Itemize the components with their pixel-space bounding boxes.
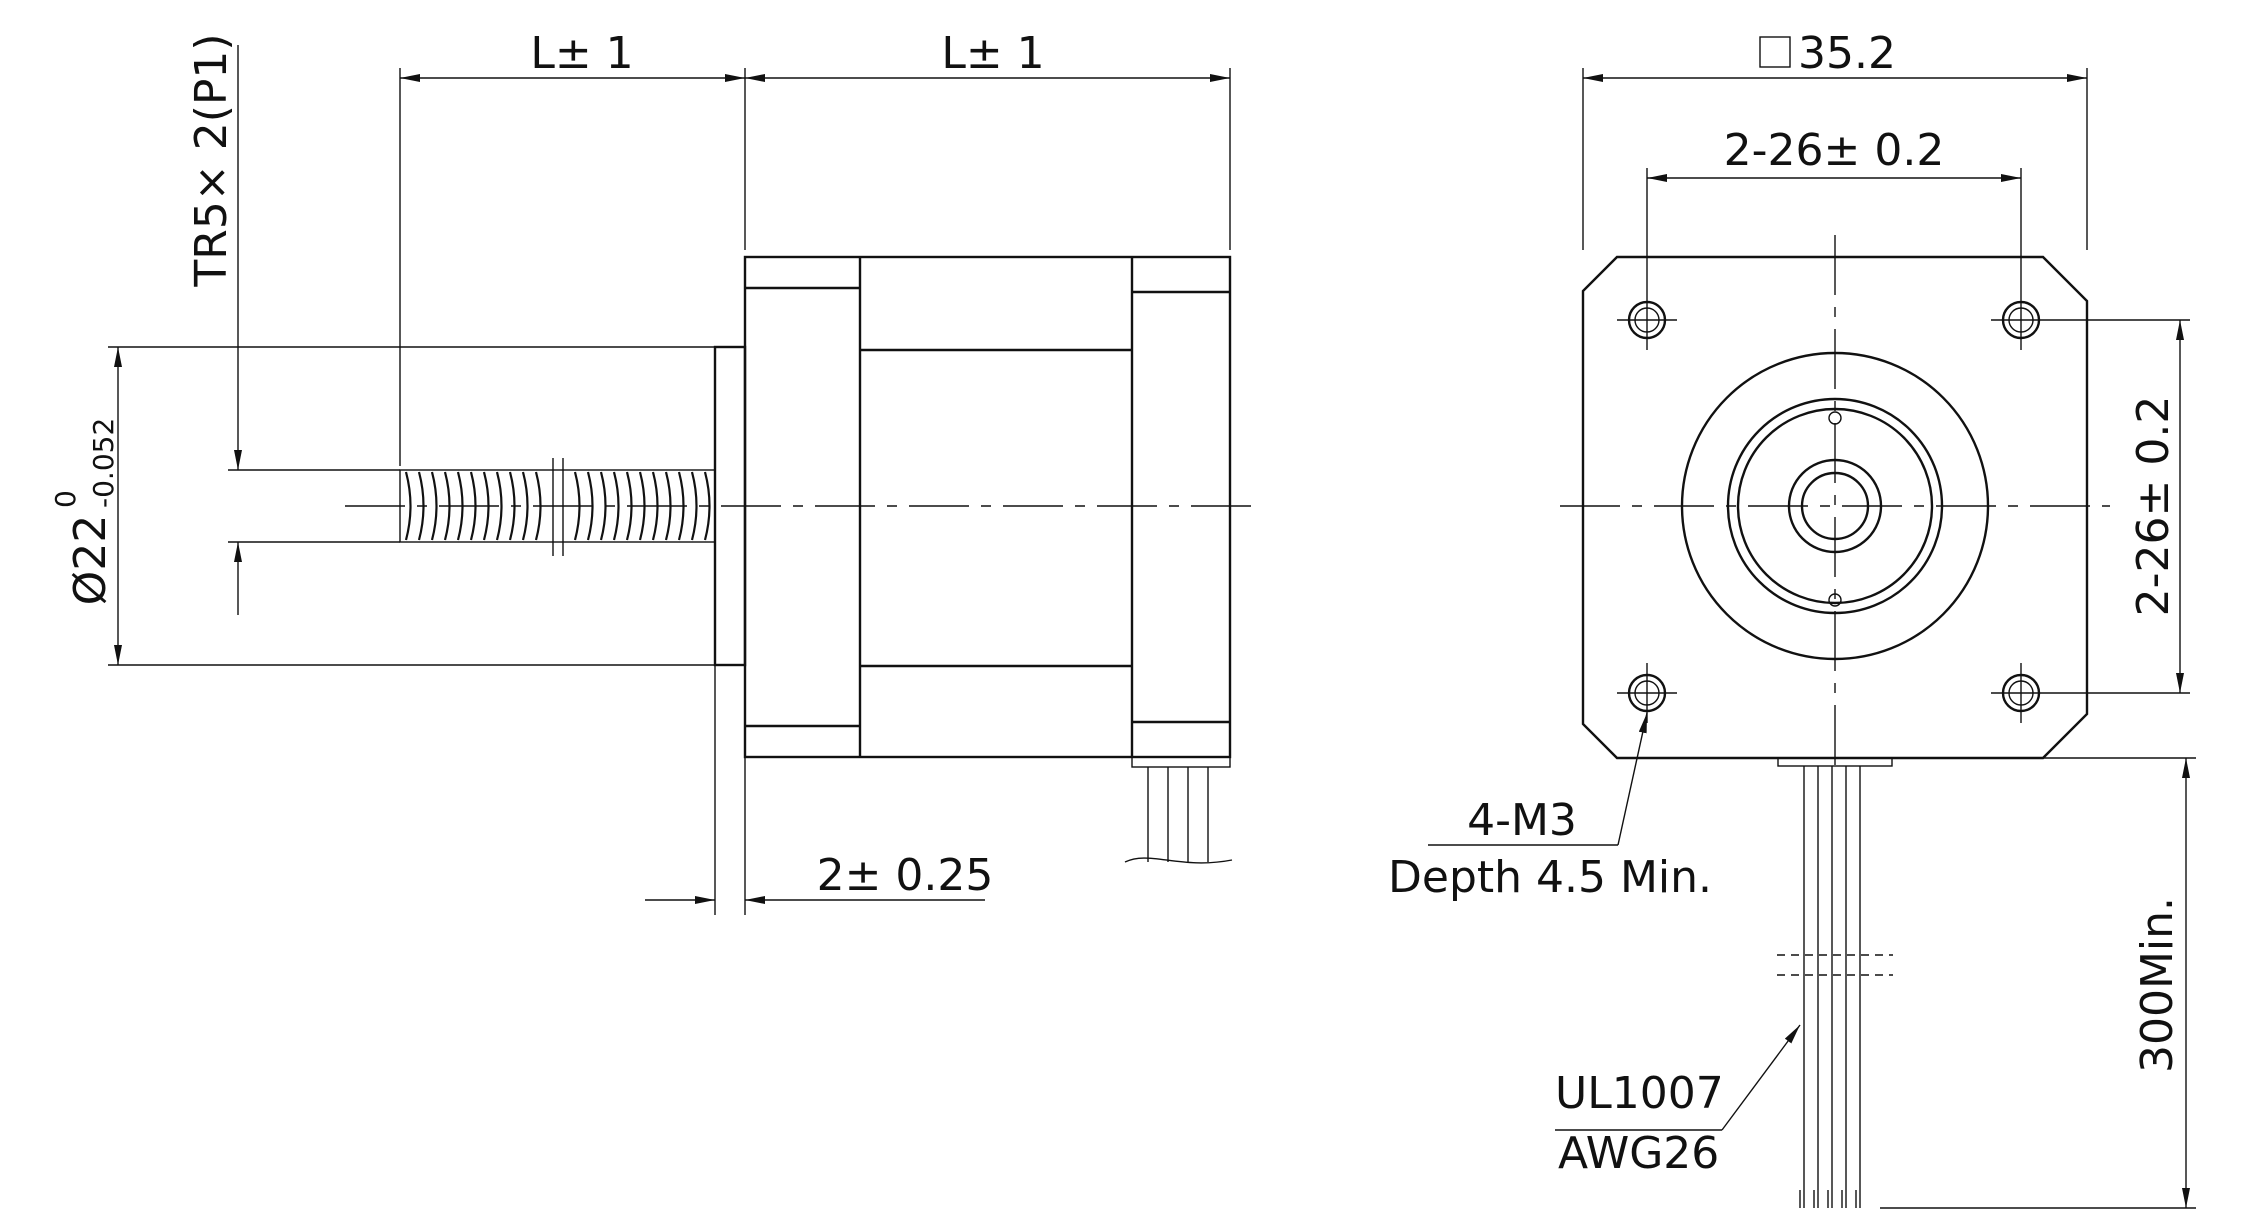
dim-shaft-length: L± 1	[530, 28, 633, 79]
lead-length: 300Min.	[2132, 897, 2183, 1073]
square-symbol	[1759, 36, 1791, 68]
side-view: L± 1 L± 1 TR5× 2(P1) Ø22 0 -0.052 2± 0.2…	[49, 28, 1255, 915]
hole-spacing-v: 2-26± 0.2	[2128, 396, 2179, 617]
front-view: 35.2 2-26± 0.2 2-26± 0.2 4-M3 Depth 4.5 …	[1388, 28, 2196, 1209]
side-wires	[1124, 756, 1233, 864]
lead-screw	[399, 458, 716, 556]
boss-height: 2± 0.25	[817, 850, 994, 901]
boss-tol-lower: -0.052	[87, 418, 120, 508]
wire-type: UL1007	[1555, 1068, 1724, 1119]
wire-gauge: AWG26	[1558, 1128, 1719, 1179]
flange-size: 35.2	[1798, 28, 1896, 79]
motor-body	[743, 255, 1232, 759]
dim-body-length: L± 1	[941, 28, 1044, 79]
mount-thread: 4-M3	[1467, 795, 1577, 846]
front-wires	[1777, 757, 1893, 1208]
boss-diameter: Ø22	[65, 515, 116, 606]
thread-spec: TR5× 2(P1)	[186, 33, 237, 287]
hole-spacing-h: 2-26± 0.2	[1724, 125, 1945, 176]
boss-tol-upper: 0	[49, 490, 82, 508]
mount-depth: Depth 4.5 Min.	[1388, 852, 1712, 903]
